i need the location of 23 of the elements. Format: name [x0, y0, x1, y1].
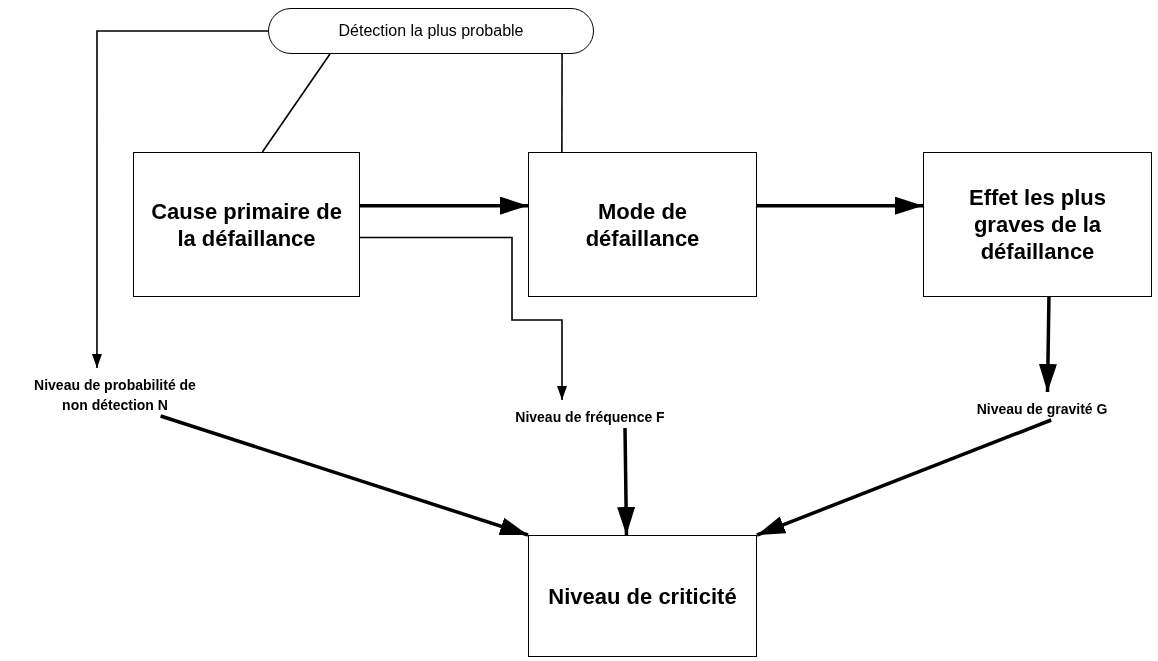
node-text: Niveau de criticité — [548, 582, 737, 610]
process-box — [923, 152, 1152, 297]
level-label: Niveau de probabilité de non détection N — [33, 376, 197, 415]
arrow — [360, 196, 528, 215]
connector-line — [561, 53, 563, 153]
arrow — [757, 196, 923, 215]
process-box — [528, 152, 757, 297]
connector-line — [261, 53, 331, 153]
arrow — [756, 418, 1052, 537]
node-text: Cause primaire de la défaillance — [150, 197, 343, 252]
arrow — [91, 30, 269, 369]
result-box — [528, 535, 757, 657]
node-text: Détection la plus probable — [338, 22, 524, 40]
arrow — [617, 427, 636, 536]
level-label: Niveau de fréquence F — [515, 408, 665, 427]
arrow — [160, 414, 529, 537]
node-text: Effet les plus graves de la défaillance — [968, 184, 1107, 265]
level-label: Niveau de gravité G — [976, 400, 1108, 419]
node-text: Mode de défaillance — [584, 197, 701, 252]
rounded-box — [268, 8, 594, 54]
process-box — [133, 152, 360, 297]
arrow — [359, 236, 567, 401]
arrow — [1038, 296, 1057, 393]
